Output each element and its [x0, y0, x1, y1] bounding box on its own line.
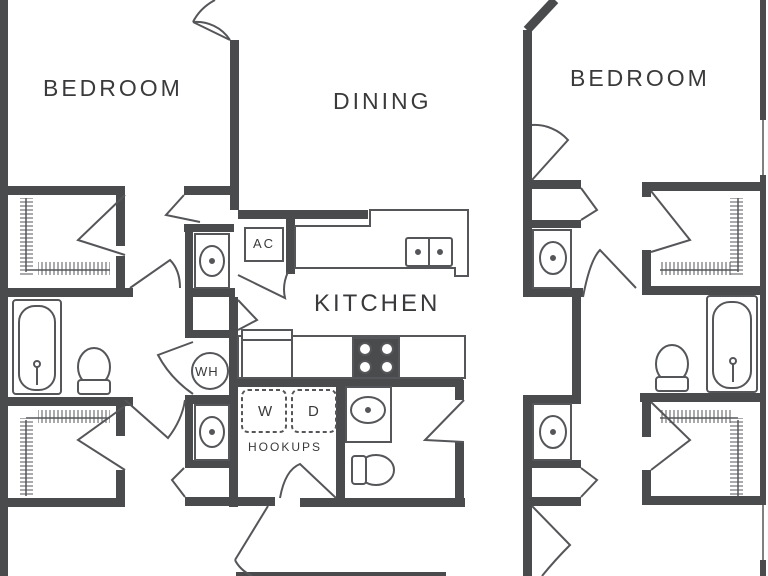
utility-toilet — [351, 454, 395, 486]
ac-label: AC — [253, 236, 276, 251]
right-lower-sink — [532, 403, 572, 461]
washer-hookup — [241, 389, 287, 433]
room-label-kitchen: KITCHEN — [314, 290, 441, 317]
closet-rods — [20, 198, 743, 496]
ac-unit — [244, 227, 284, 262]
left-bathtub — [12, 299, 62, 395]
dryer-hookup — [291, 389, 337, 433]
room-label-bedroom-left: BEDROOM — [43, 75, 183, 101]
kitchen-upper-counter — [294, 209, 469, 277]
left-lower-sink — [194, 404, 230, 461]
utility-sink — [345, 386, 392, 443]
dryer-label: D — [308, 403, 319, 420]
room-label-dining: DINING — [333, 88, 432, 114]
water-heater-label: WH — [195, 364, 219, 379]
washer-label: W — [258, 403, 273, 420]
room-label-bedroom-right: BEDROOM — [570, 65, 710, 91]
right-bathtub — [706, 295, 758, 393]
left-toilet — [77, 347, 111, 395]
kitchen-lower-counter — [237, 329, 466, 379]
right-upper-sink — [532, 229, 572, 289]
hookups-label: HOOKUPS — [248, 440, 323, 454]
left-upper-sink — [194, 233, 230, 289]
fixtures — [12, 209, 758, 486]
right-toilet — [655, 344, 689, 392]
water-heater — [191, 352, 229, 390]
